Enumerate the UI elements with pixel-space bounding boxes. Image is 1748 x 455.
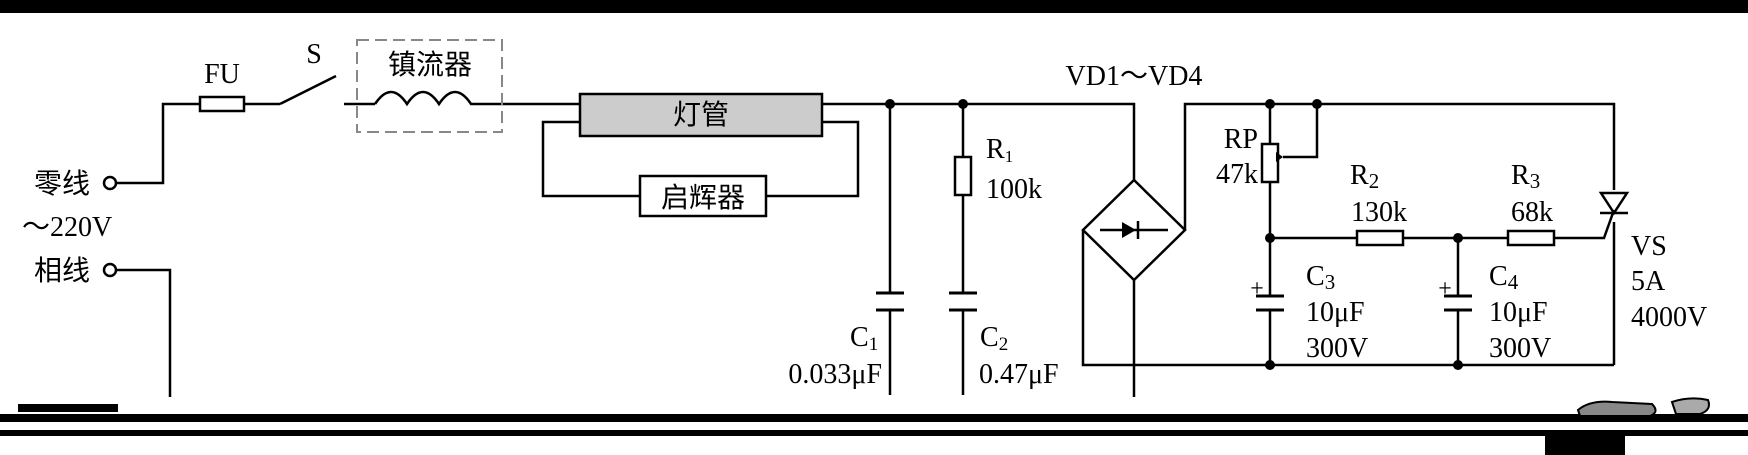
rp-wiper-arrow — [1276, 152, 1283, 162]
c1-value: 0.033μF — [788, 359, 882, 390]
ballast-label: 镇流器 — [388, 49, 472, 81]
junction-dot — [1265, 233, 1275, 243]
corner-mark-2 — [1545, 436, 1625, 455]
c3-voltage: 300V — [1306, 333, 1368, 364]
wire-middle-bus — [1270, 209, 1616, 240]
bottom-border-bar — [0, 414, 1748, 422]
c4-voltage: 300V — [1489, 333, 1551, 364]
wire-live — [116, 268, 172, 397]
c3-polarity: + — [1250, 276, 1264, 302]
c1-name: C1 — [850, 322, 878, 355]
resistor-r2 — [1355, 229, 1405, 247]
top-border-bar — [0, 0, 1748, 13]
wire-rp-wiper — [1283, 104, 1319, 159]
r1-value: 100k — [986, 174, 1042, 205]
resistor-r1 — [953, 155, 973, 197]
wire-top-bus — [836, 102, 1136, 180]
wire-bottom-bus — [1081, 230, 1614, 367]
fluorescent-tube — [578, 92, 824, 138]
neutral-terminal — [102, 175, 118, 191]
c3-name: C3 — [1306, 261, 1335, 294]
scan-artifact — [1576, 400, 1657, 417]
wire-neutral-1 — [116, 102, 200, 185]
r2-value: 130k — [1351, 197, 1407, 228]
capacitor-c4 — [1444, 294, 1472, 312]
ballast-box — [356, 39, 503, 133]
r1-name: R1 — [986, 134, 1013, 166]
potentiometer-rp — [1260, 142, 1280, 184]
resistor-r3 — [1506, 229, 1556, 247]
starter-label: 启辉器 — [661, 182, 745, 214]
junction-dot — [885, 99, 895, 109]
tube-label: 灯管 — [673, 99, 729, 131]
live-label: 相线 — [34, 255, 90, 287]
r3-value: 68k — [1511, 197, 1553, 228]
bottom-border-bar-2 — [0, 430, 1748, 436]
c2-name: C2 — [980, 322, 1008, 355]
junction-dot — [1453, 360, 1463, 370]
fuse — [198, 95, 246, 113]
switch-blade — [279, 74, 337, 106]
c4-name: C4 — [1489, 261, 1519, 294]
junction-dot — [958, 99, 968, 109]
thyristor-vs-icon — [1598, 191, 1630, 216]
junction-dot — [1265, 99, 1275, 109]
wire-right-bus — [1183, 102, 1616, 230]
live-terminal — [102, 262, 118, 278]
tube-pins — [566, 102, 836, 124]
switch-label: S — [306, 39, 322, 70]
capacitor-c2 — [949, 291, 977, 312]
bridge-diode-line — [1100, 221, 1168, 239]
wire-starter-loop — [541, 120, 860, 198]
voltage-label: ～220V — [22, 212, 112, 243]
vs-voltage: 4000V — [1631, 302, 1707, 333]
ballast-coil — [373, 90, 485, 107]
c3-value: 10μF — [1306, 297, 1365, 328]
bridge-label: VD1～VD4 — [1066, 61, 1203, 92]
r3-name: R3 — [1511, 160, 1540, 193]
scan-artifact-2 — [1670, 397, 1710, 415]
corner-mark — [18, 404, 118, 412]
c4-polarity: + — [1438, 276, 1452, 302]
neutral-label: 零线 — [34, 168, 90, 200]
c4-value: 10μF — [1489, 297, 1548, 328]
c2-value: 0.47μF — [979, 359, 1059, 390]
junction-dot — [1453, 233, 1463, 243]
vs-name: VS — [1631, 231, 1667, 262]
r2-name: R2 — [1350, 160, 1379, 193]
starter-box — [638, 174, 768, 218]
rp-name: RP — [1224, 124, 1258, 155]
junction-dot — [1312, 99, 1322, 109]
junction-dot — [1265, 360, 1275, 370]
vs-current: 5A — [1631, 266, 1666, 297]
capacitor-c3 — [1256, 294, 1284, 312]
rp-value: 47k — [1216, 159, 1258, 190]
fuse-label: FU — [204, 59, 240, 90]
capacitor-c1 — [876, 291, 904, 312]
